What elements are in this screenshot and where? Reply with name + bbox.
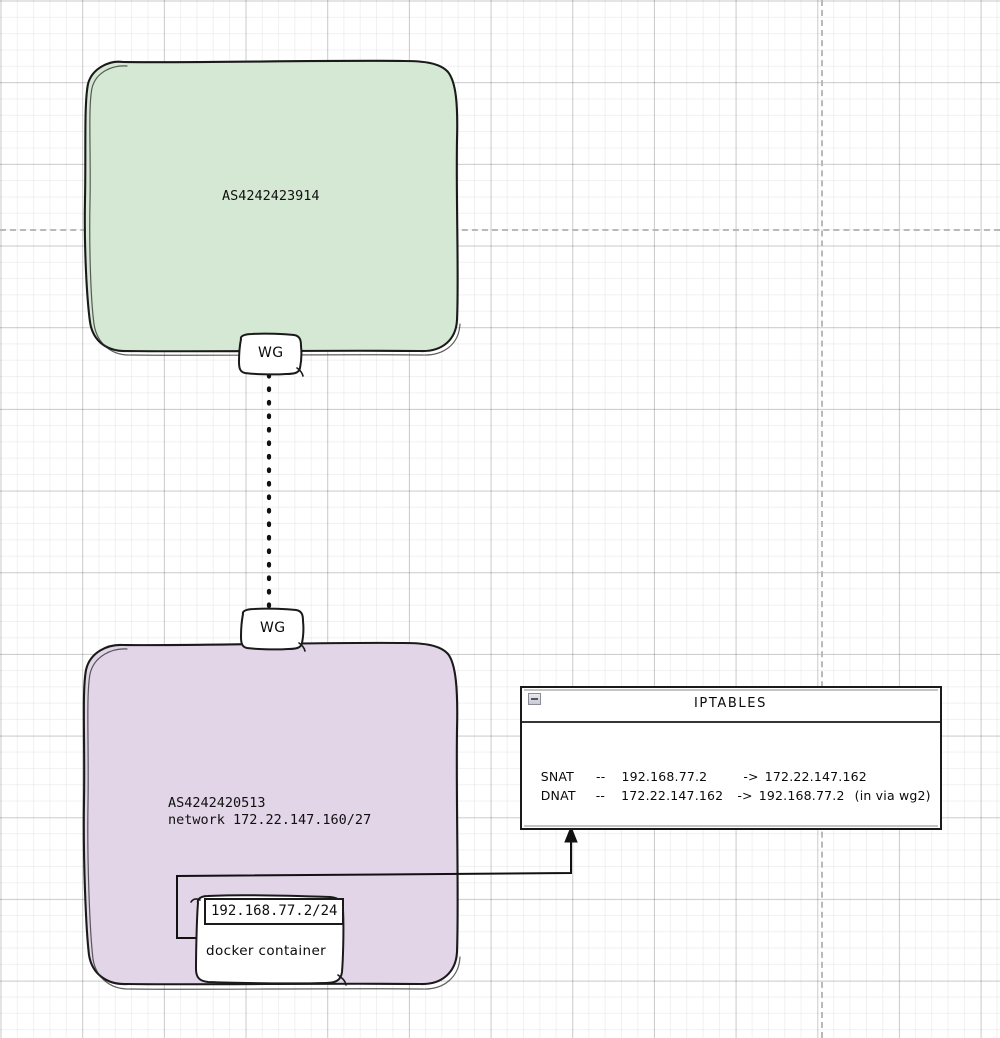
- iptables-window[interactable]: [520, 686, 942, 830]
- docker-container-node[interactable]: [190, 894, 347, 986]
- page-guide-vertical: [821, 0, 823, 1038]
- wg-node-bottom[interactable]: [240, 607, 306, 652]
- wg-node-top[interactable]: [238, 332, 304, 377]
- as-upstream-box[interactable]: [83, 59, 461, 356]
- page-guide-horizontal: [0, 229, 1000, 231]
- docker-to-iptables-edge[interactable]: [176, 825, 578, 939]
- minimize-icon[interactable]: [528, 693, 541, 705]
